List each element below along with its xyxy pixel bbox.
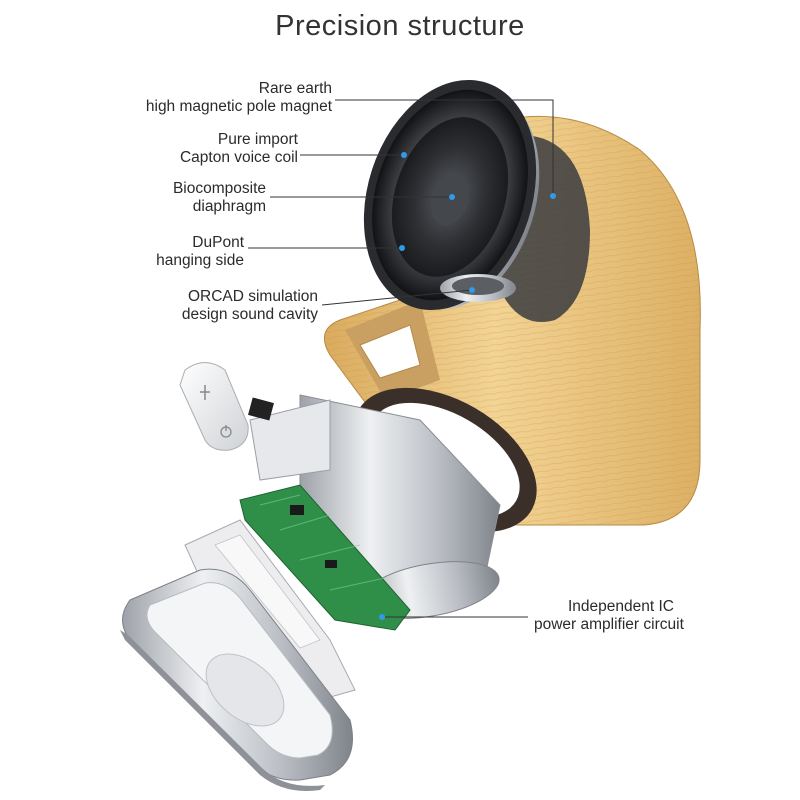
callout-lines [248, 99, 554, 618]
bottom-base [120, 568, 353, 791]
leader-sound-cavity [321, 289, 473, 306]
leader-magnet [335, 99, 554, 196]
label-magnet: Rare earth high magnetic pole magnet [145, 80, 332, 115]
label-diaphragm: Biocomposite diaphragm [172, 180, 266, 215]
dot-magnet [550, 193, 556, 199]
port-cover [179, 362, 274, 451]
pcb-board [239, 484, 411, 631]
label-amplifier: Independent IC power amplifier circuit [534, 598, 684, 633]
label-hanging-side: DuPont hanging side [156, 234, 244, 269]
dot-voice-coil [401, 152, 407, 158]
dot-hanging-side [399, 245, 405, 251]
diagram-title: Precision structure [275, 10, 525, 42]
power-icon [220, 425, 232, 438]
label-sound-cavity: ORCAD simulation design sound cavity [181, 288, 318, 323]
usb-icon [200, 385, 210, 400]
dot-diaphragm [449, 194, 455, 200]
dot-amplifier [379, 614, 385, 620]
callout-dots [379, 152, 556, 620]
dot-sound-cavity [469, 287, 475, 293]
battery-plate [184, 519, 356, 701]
label-voice-coil: Pure import Capton voice coil [179, 131, 298, 166]
